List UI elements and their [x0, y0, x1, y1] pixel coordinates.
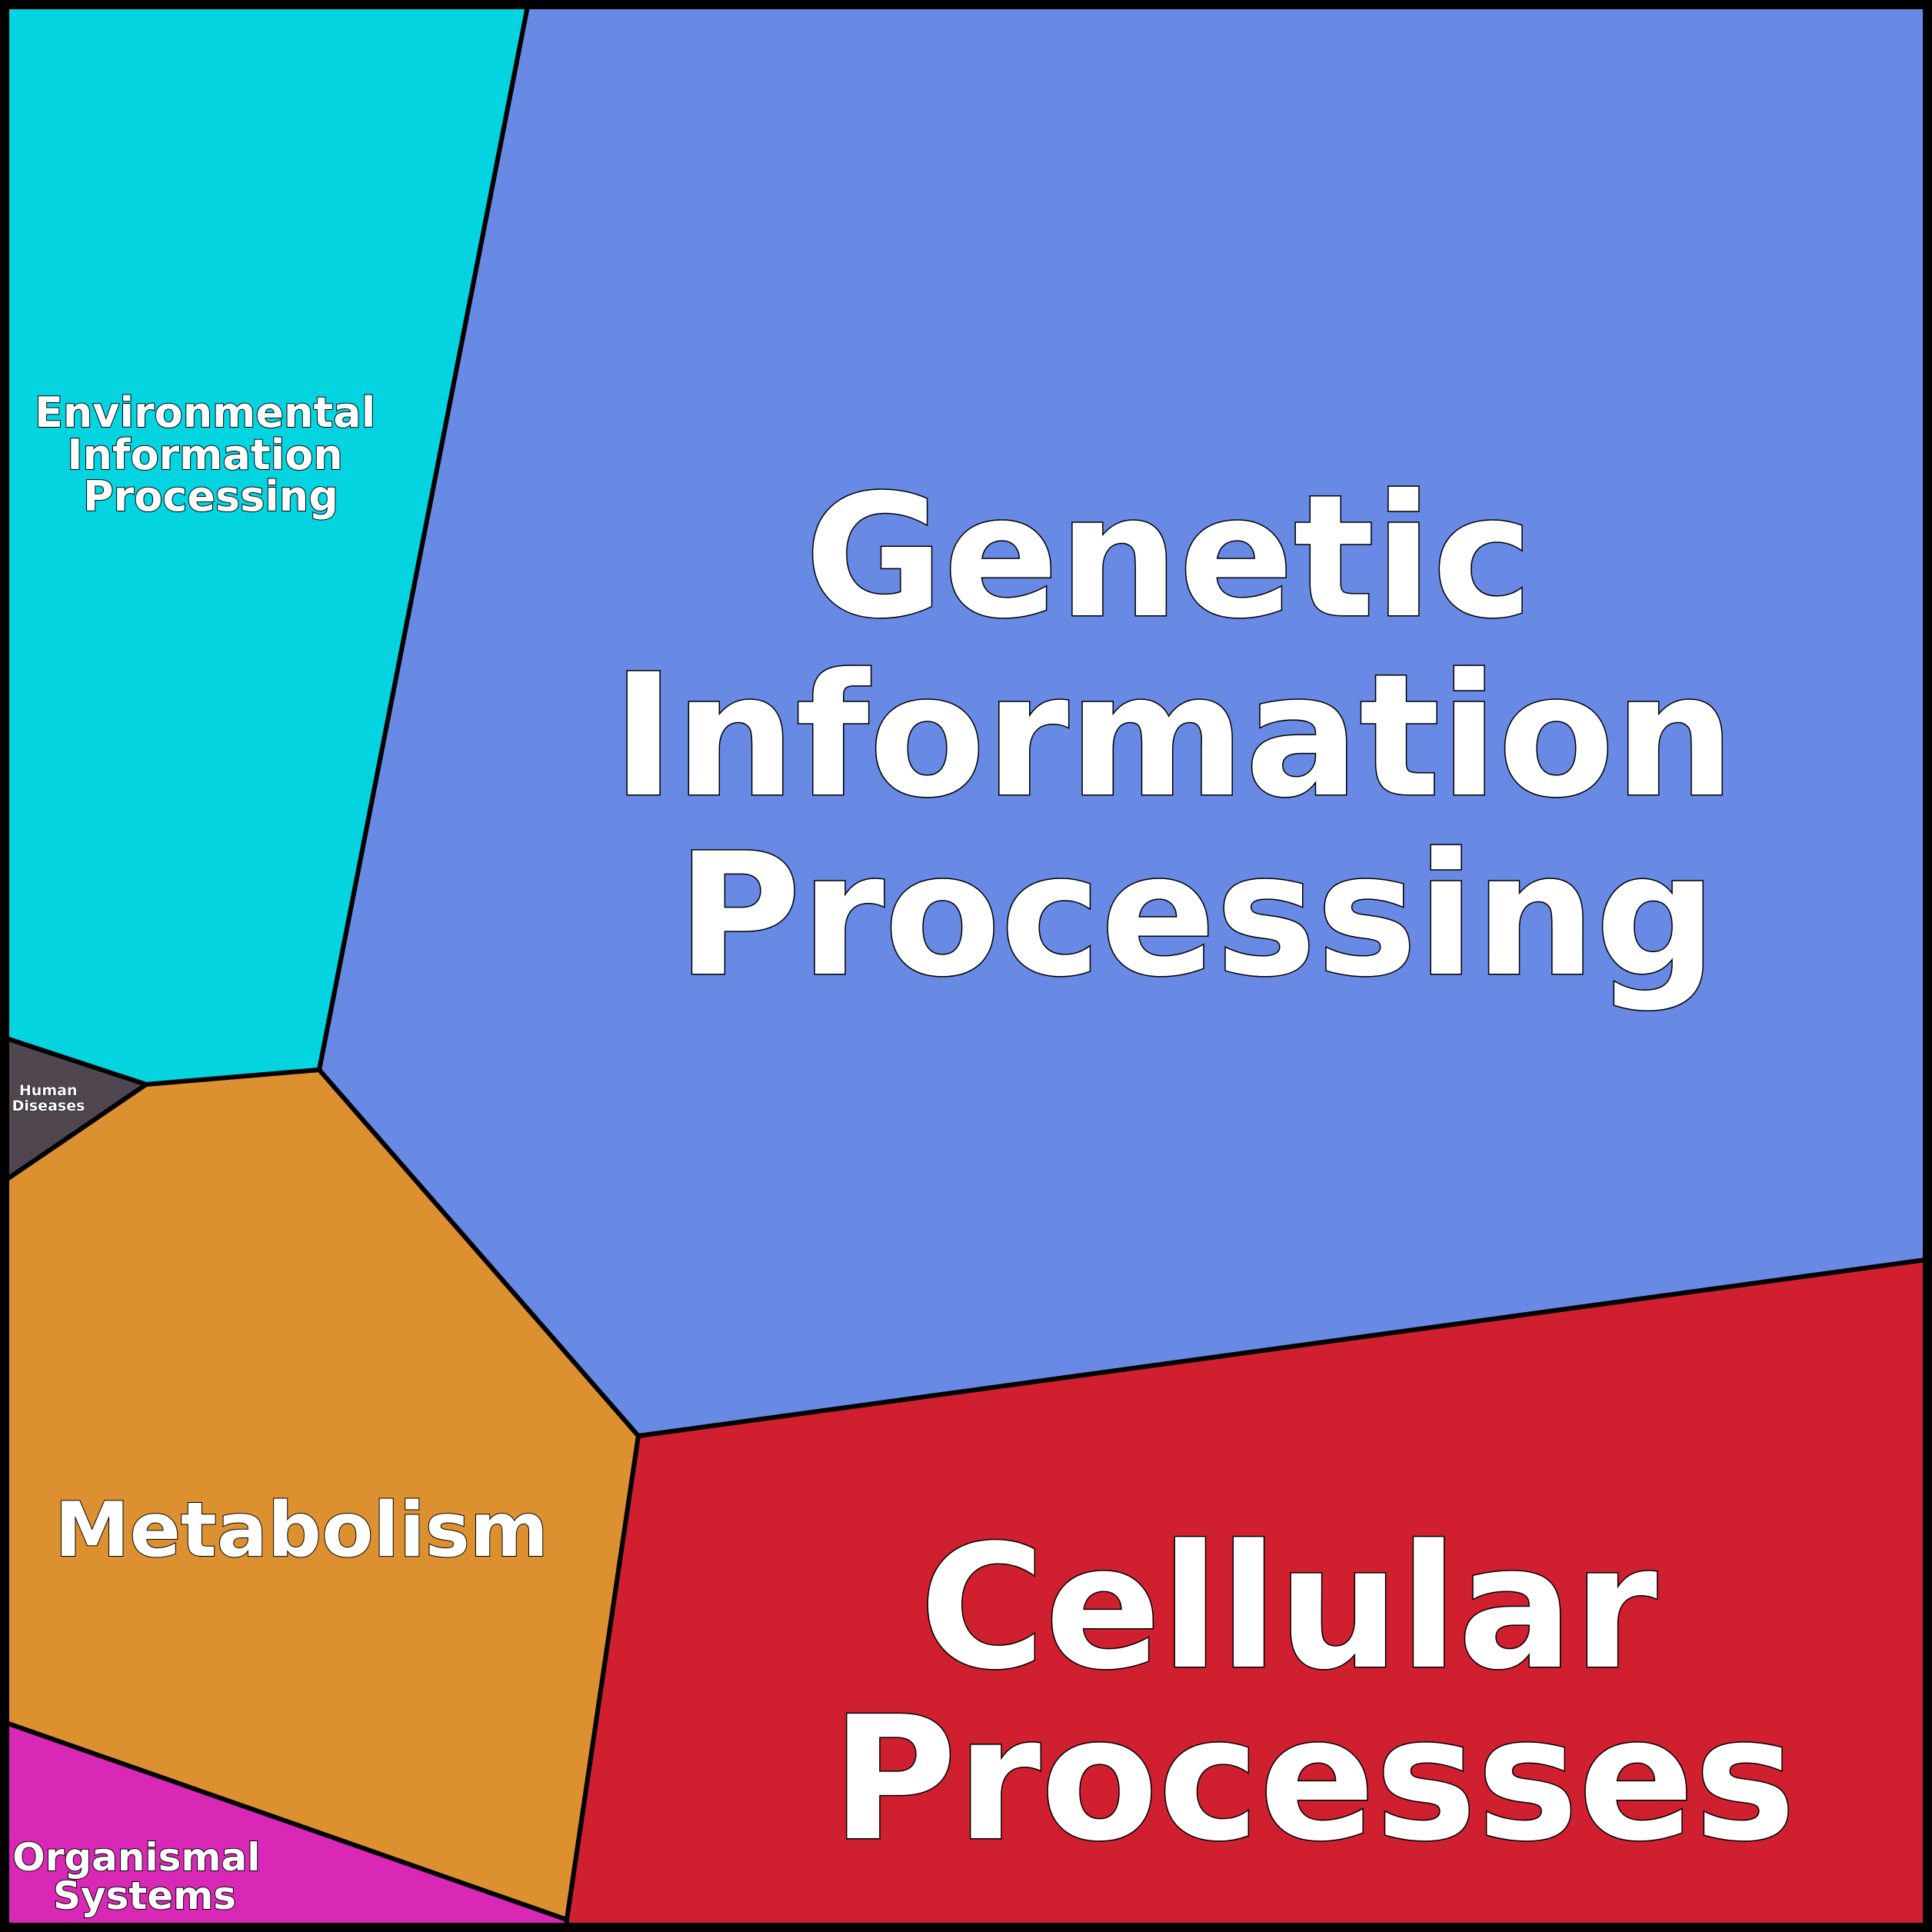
- cell-environmental-label-line-3: Processing: [83, 472, 338, 521]
- cell-metabolism-label-line-1: Metabolism: [55, 1487, 548, 1574]
- cell-metabolism-label: Metabolism: [55, 1487, 548, 1574]
- cell-metabolism: Metabolism: [4, 1067, 641, 1924]
- cell-genetic-label-line-3: Processing: [677, 817, 1717, 1014]
- cell-human-diseases: Human Diseases: [4, 1034, 152, 1184]
- cell-cellular-label: Cellular Processes: [831, 1509, 1796, 1879]
- cell-cellular-processes: Cellular Processes: [565, 1257, 1928, 1928]
- cell-organismal-label: Organismal Systems: [12, 1835, 274, 1918]
- cell-genetic-label-line-1: Genetic: [804, 458, 1533, 655]
- cell-organismal-systems: Organismal Systems: [4, 1719, 569, 1928]
- cell-organismal-label-line-2: Systems: [53, 1874, 236, 1918]
- cell-environmental-label-line-2: Information: [67, 431, 342, 479]
- cell-environmental-label-line-1: Environmental: [35, 388, 375, 437]
- cell-cellular-label-line-2: Processes: [831, 1681, 1796, 1879]
- cell-cellular-label-line-1: Cellular: [920, 1509, 1657, 1707]
- cell-environmental-label: Environmental Information Processing: [35, 388, 390, 521]
- cell-organismal-label-line-1: Organismal: [12, 1835, 260, 1880]
- cell-genetic-label: Genetic Information Processing: [612, 458, 1794, 1014]
- cell-genetic-label-line-2: Information: [612, 638, 1735, 834]
- cell-human-label-line-1: Human: [19, 1082, 78, 1099]
- cell-human-label-line-2: Diseases: [12, 1098, 85, 1114]
- cell-genetic-information-processing: Genetic Information Processing: [316, 4, 1928, 1439]
- cell-human-label: Human Diseases: [12, 1082, 85, 1114]
